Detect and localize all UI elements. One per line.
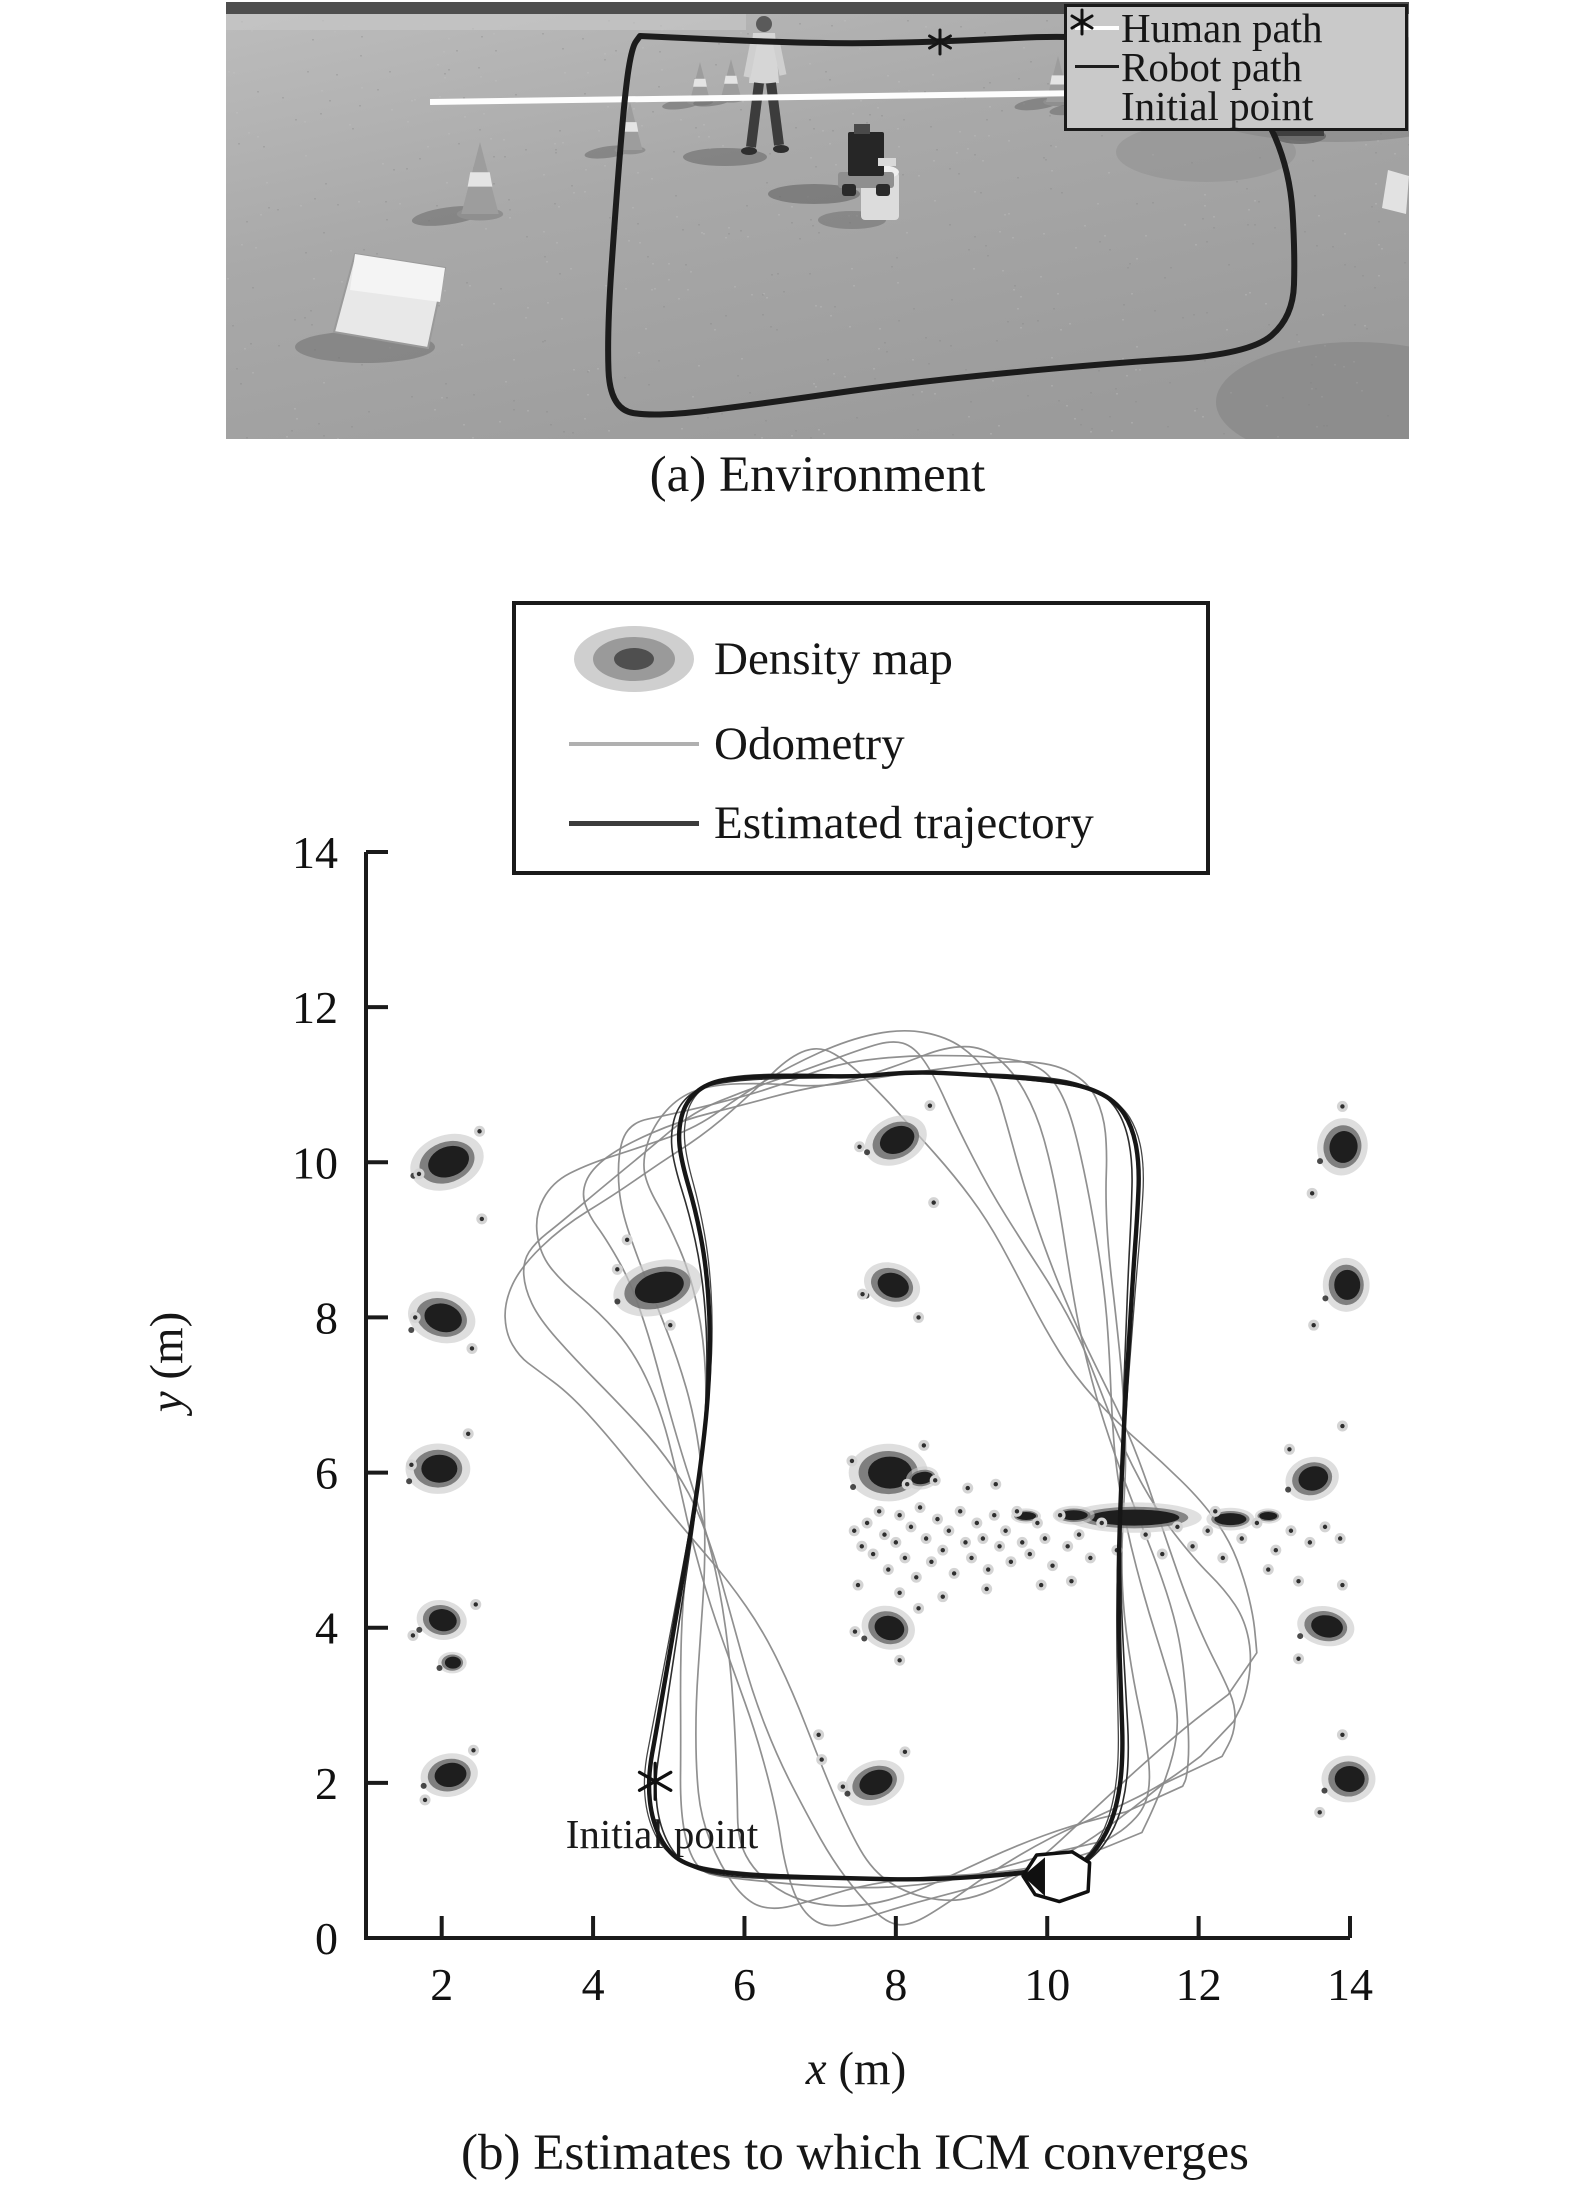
y-tick-label: 6	[315, 1448, 338, 1499]
y-tick-label: 0	[315, 1913, 338, 1964]
y-tick-label: 8	[315, 1292, 338, 1343]
plot-legend-label: Estimated trajectory	[714, 797, 1094, 850]
photo-legend-label: Initial point	[1121, 82, 1314, 129]
x-axis-label: x (m)	[805, 2043, 907, 2095]
x-tick-label: 2	[430, 1959, 453, 2010]
y-tick-label: 2	[315, 1758, 338, 1809]
photo-initial-point-marker	[928, 28, 952, 56]
initial-point-annotation: Initial point	[565, 1811, 759, 1857]
odometry-line-icon	[554, 741, 714, 746]
initial-point-marker	[637, 1761, 673, 1801]
human-path-line	[429, 89, 1161, 105]
photo-legend-item-initial-point: Initial point	[1070, 8, 1401, 129]
white-sack	[1382, 170, 1409, 214]
estimated-trajectory-line-icon	[554, 820, 714, 826]
plot-legend-item-odometry: Odometry	[554, 717, 1206, 771]
odometry-paths	[504, 1029, 1258, 1927]
x-tick-label: 6	[733, 1959, 756, 2010]
photo-legend: Human path Robot path Initial point	[1064, 4, 1408, 131]
plot-legend-item-density-map: Density map	[554, 625, 1206, 692]
density-map-speckles	[405, 1100, 1348, 1818]
photo-legend-label: Robot path	[1121, 43, 1303, 90]
x-tick-label: 4	[582, 1959, 605, 2010]
caption-b: (b) Estimates to which ICM converges	[461, 2125, 1249, 2181]
axes: 0 2 4 6 8 10 12 14 2 4 6 8 10 12 14	[292, 827, 1373, 2010]
photo-legend-item-robot-path: Robot path	[1073, 43, 1401, 90]
caption-a: (a) Environment	[649, 447, 986, 503]
x-tick-label: 14	[1327, 1959, 1373, 2010]
photo-legend-label: Human path	[1121, 4, 1323, 51]
environment-photo: Human path Robot path Initial point	[226, 2, 1409, 439]
plot-legend: Density map Odometry Estimated trajector…	[512, 601, 1210, 875]
plot-legend-item-estimated-trajectory: Estimated trajectory	[554, 796, 1206, 850]
y-tick-label: 12	[292, 982, 338, 1033]
density-map-blobs	[405, 1115, 1376, 1806]
x-tick-label: 8	[884, 1959, 907, 2010]
y-axis-label: y (m)	[141, 1311, 193, 1413]
plot-legend-label: Odometry	[714, 717, 905, 770]
white-board	[295, 252, 447, 363]
x-tick-label: 12	[1176, 1959, 1222, 2010]
estimated-trajectory-path	[643, 1070, 1144, 1882]
human-path-line-icon	[1073, 25, 1121, 30]
y-tick-label: 10	[292, 1137, 338, 1188]
robot-path-line-icon	[1073, 65, 1121, 68]
robot-path-line	[605, 33, 1298, 418]
photo-legend-item-human-path: Human path	[1073, 4, 1401, 51]
ground-robot	[768, 124, 896, 204]
y-tick-label: 14	[292, 827, 338, 878]
plot-legend-label: Density map	[714, 632, 953, 685]
y-tick-label: 4	[315, 1603, 338, 1654]
walking-person	[683, 16, 789, 166]
x-tick-label: 10	[1024, 1959, 1070, 2010]
robot-marker	[1021, 1850, 1092, 1904]
density-map-icon	[554, 625, 714, 692]
